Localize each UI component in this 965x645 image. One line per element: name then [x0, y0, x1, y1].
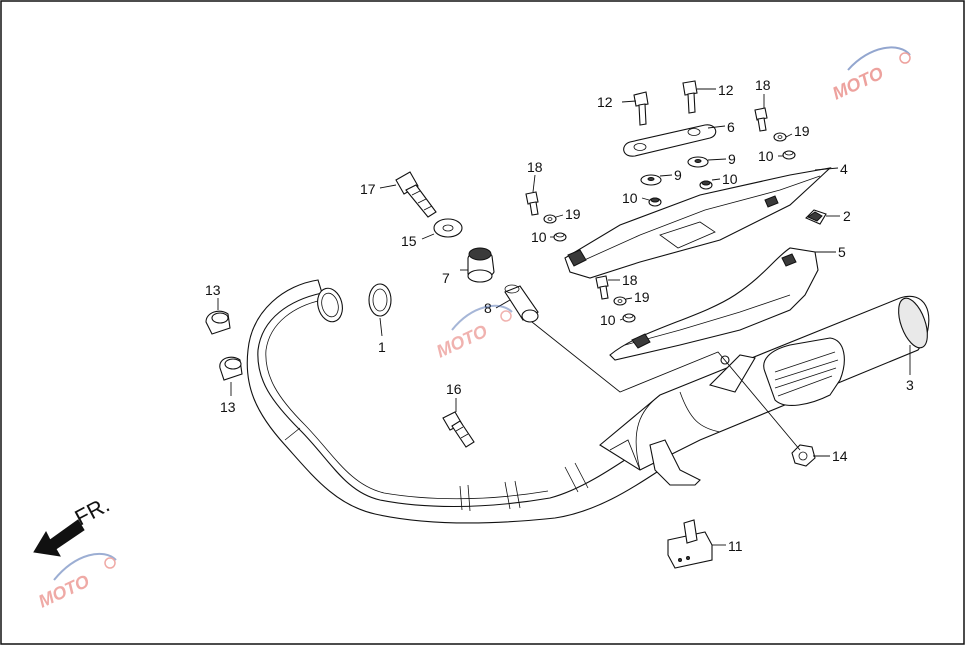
- callout-19-mid: 19: [634, 289, 650, 305]
- collar-10-b: [699, 180, 713, 190]
- washer-19-left: [543, 214, 557, 224]
- sensor: [667, 519, 713, 569]
- rubber-9-left: [640, 174, 662, 186]
- callout-4: 4: [840, 161, 848, 177]
- callout-10-d: 10: [531, 229, 547, 245]
- watermark-logo-bottom-left: MOTO: [35, 552, 117, 612]
- bolt-18-right: [754, 107, 768, 132]
- callout-18-right: 18: [755, 77, 771, 93]
- svg-text:MOTO: MOTO: [433, 321, 490, 362]
- callout-18-mid: 18: [622, 272, 638, 288]
- callout-16: 16: [446, 381, 462, 397]
- washer-19-mid: [613, 296, 627, 306]
- callout-10-b: 10: [722, 171, 738, 187]
- callout-7: 7: [442, 270, 450, 286]
- nut-14: [791, 444, 816, 467]
- rubber-9-right: [687, 156, 709, 168]
- callout-18-left: 18: [527, 159, 543, 175]
- bracket: [623, 124, 717, 157]
- washer: [433, 218, 463, 238]
- callout-labels: 1 2 3 4 5 6 7 8 9 9 10 10 10 10 10 11 12…: [205, 77, 914, 554]
- callout-10-e: 10: [600, 312, 616, 328]
- muffler: [599, 295, 930, 486]
- svg-text:MOTO: MOTO: [829, 63, 886, 104]
- front-direction-indicator: FR.: [33, 492, 114, 557]
- heat-shield-lower: [609, 247, 819, 361]
- callout-12-right: 12: [718, 82, 734, 98]
- watermark-logo-center: MOTO: [433, 304, 513, 362]
- leader-lines: [217, 88, 911, 546]
- heat-shield-upper: [564, 167, 832, 279]
- exhaust-header-pipe: [246, 279, 661, 524]
- long-bolt: [395, 171, 437, 218]
- callout-10-c: 10: [758, 148, 774, 164]
- cap-nut-upper: [205, 310, 231, 335]
- callout-8: 8: [484, 300, 492, 316]
- callout-13-upper: 13: [205, 282, 221, 298]
- bolt-12-right: [682, 80, 698, 114]
- callout-13-lower: 13: [220, 399, 236, 415]
- gasket: [368, 283, 392, 317]
- washer-19-right: [773, 132, 787, 142]
- collar-10-a: [648, 197, 662, 207]
- callout-9-right: 9: [728, 151, 736, 167]
- collar-10-e: [622, 313, 636, 323]
- collar-10-d: [553, 232, 567, 242]
- grommet: [467, 247, 495, 283]
- bolt-16: [442, 411, 475, 448]
- callout-11: 11: [728, 538, 743, 554]
- callout-19-left: 19: [565, 206, 581, 222]
- bolt-12-left: [633, 91, 649, 126]
- callout-10-a: 10: [622, 190, 638, 206]
- front-arrow-icon: [33, 519, 85, 557]
- callout-14: 14: [832, 448, 848, 464]
- callout-19-right: 19: [794, 123, 810, 139]
- callout-15: 15: [401, 233, 417, 249]
- callout-12-left: 12: [597, 94, 613, 110]
- cap-nut-lower: [219, 356, 243, 381]
- bolt-18-left: [525, 191, 539, 216]
- callout-17: 17: [360, 181, 376, 197]
- collar: [504, 284, 539, 323]
- callout-5: 5: [838, 244, 846, 260]
- callout-9-left: 9: [674, 167, 682, 183]
- collar-10-c: [782, 150, 796, 160]
- watermark-logo-top-right: MOTO: [829, 46, 911, 104]
- svg-text:MOTO: MOTO: [35, 571, 92, 612]
- callout-2: 2: [843, 208, 851, 224]
- callout-6: 6: [727, 119, 735, 135]
- callout-3: 3: [906, 377, 914, 393]
- callout-1: 1: [378, 339, 386, 355]
- clip: [805, 209, 827, 225]
- bolt-18-mid: [595, 275, 609, 300]
